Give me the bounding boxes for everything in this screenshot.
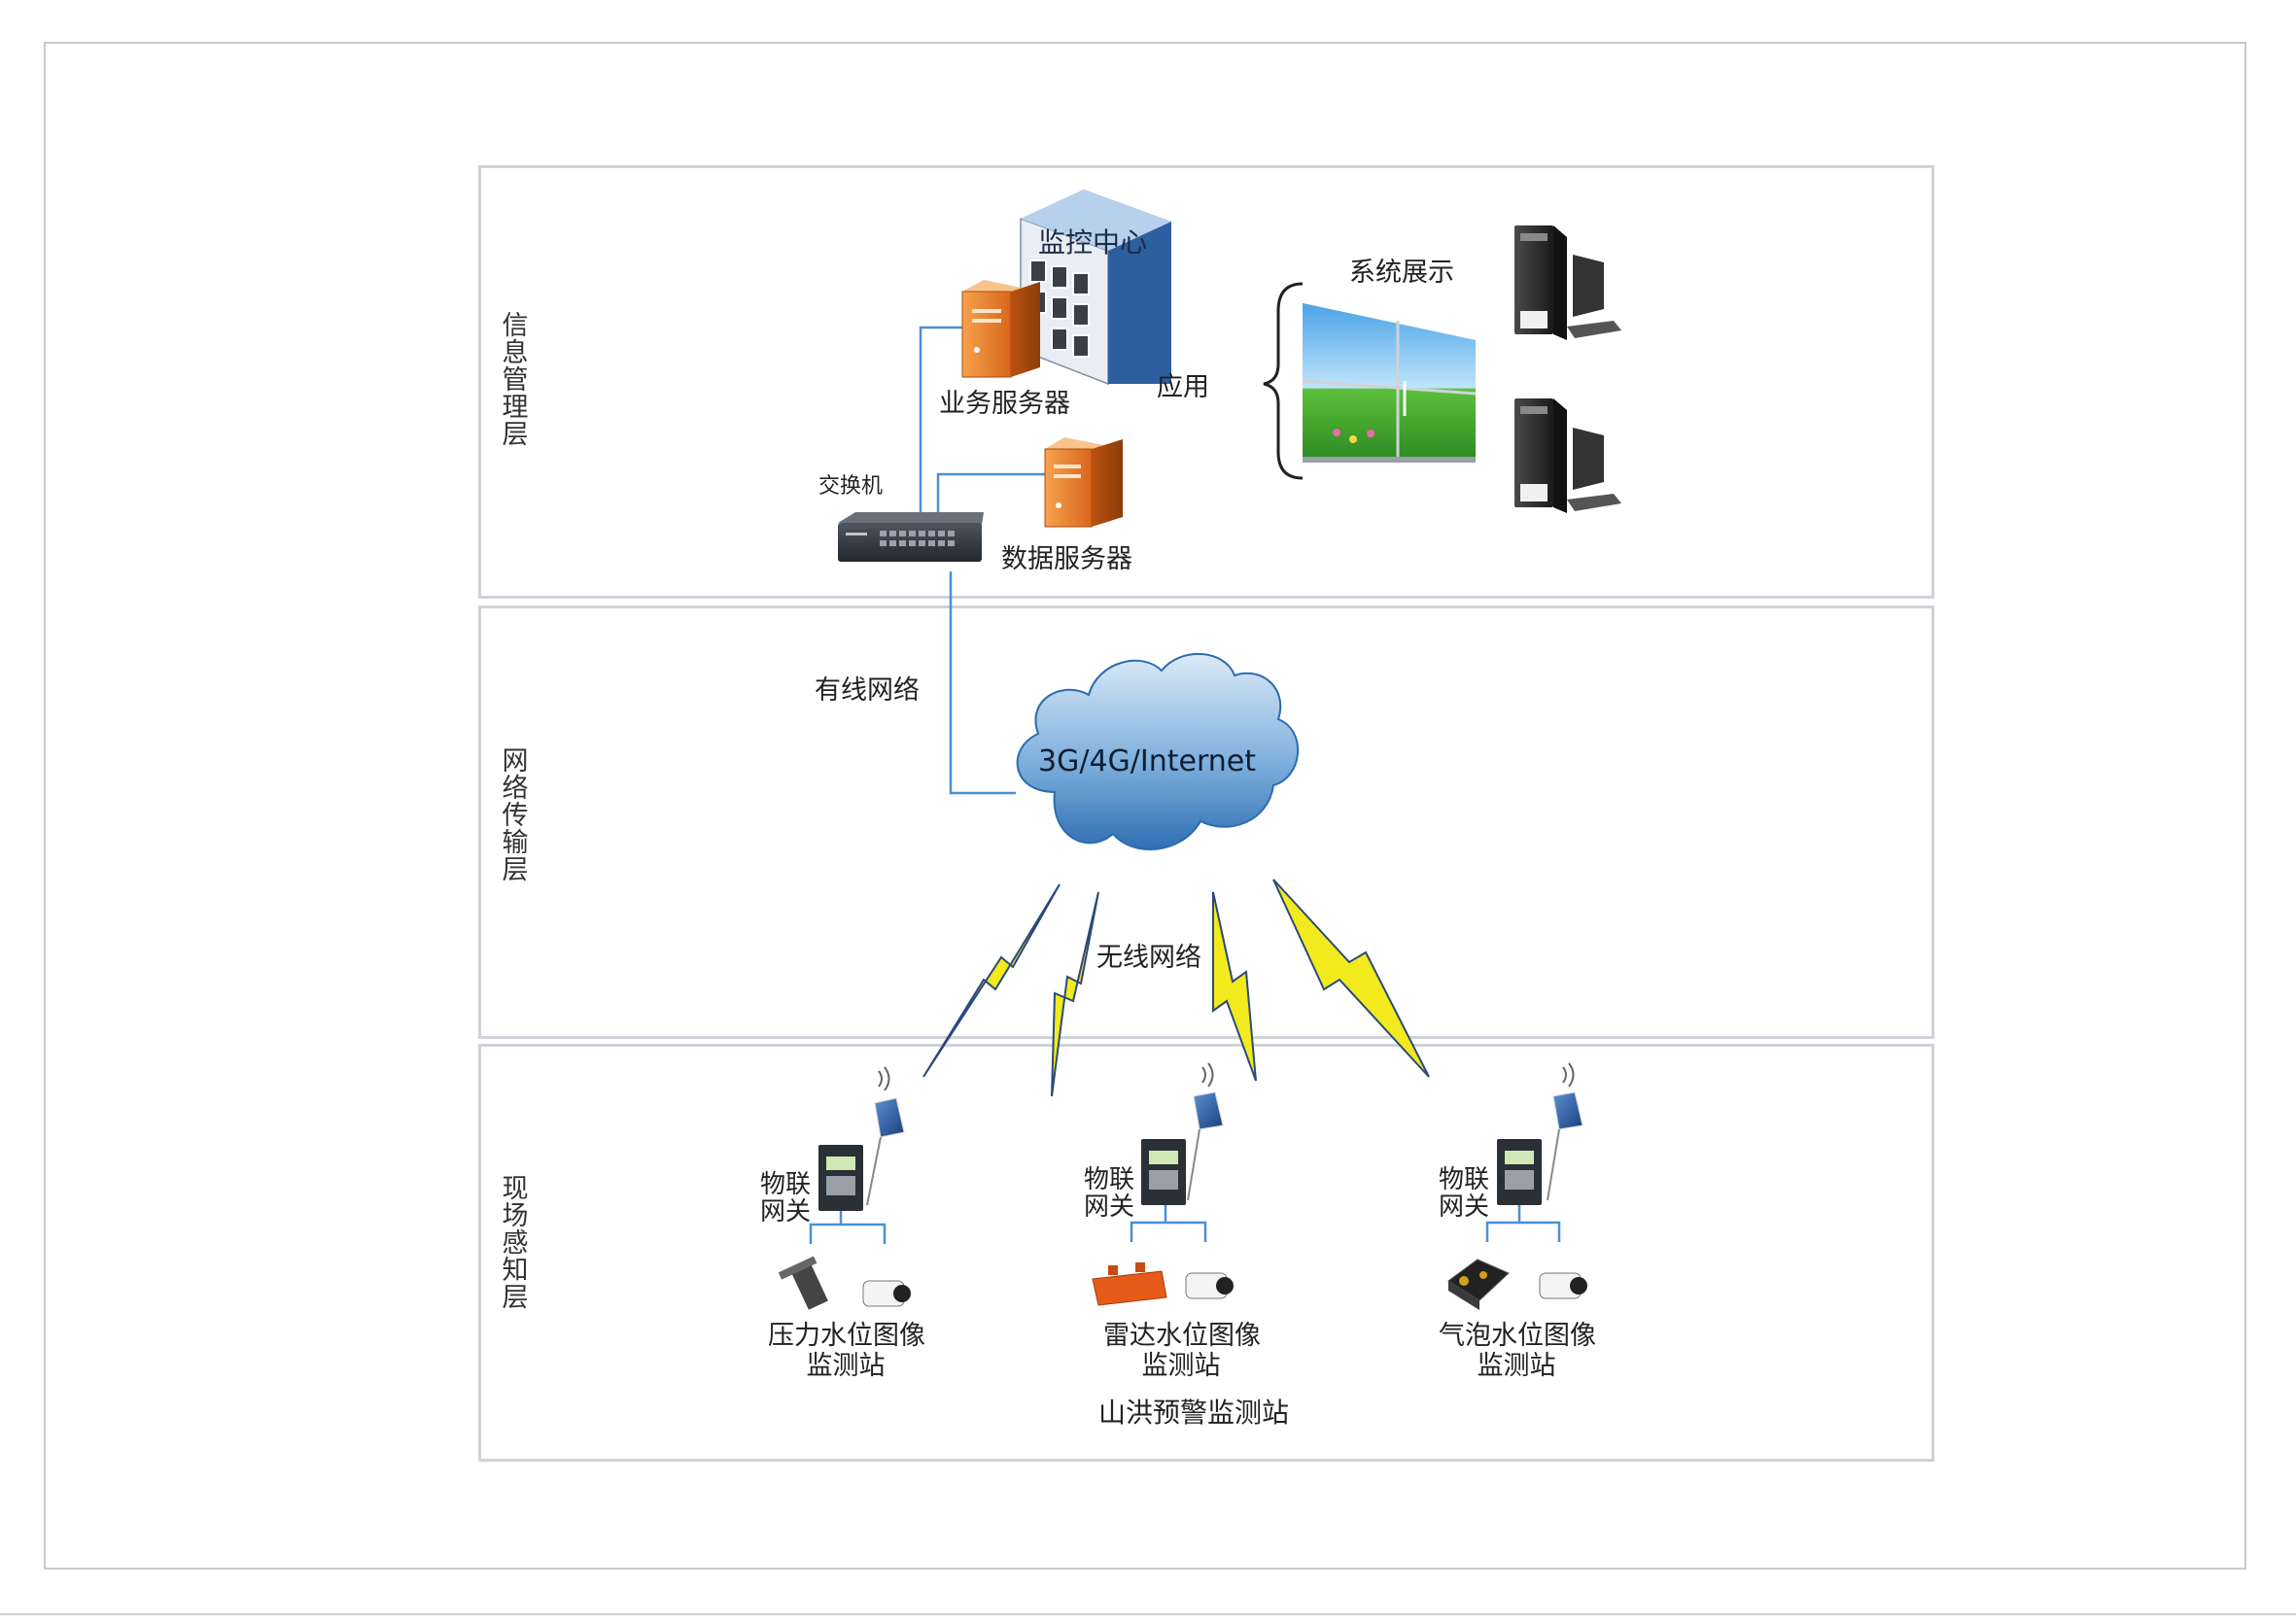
monitoring-center-building-icon — [1020, 190, 1171, 386]
layer-label-network: 网络传输层 — [502, 746, 529, 885]
internet-cloud-icon — [1016, 652, 1300, 850]
page-bottom-rule — [0, 1613, 2296, 1615]
application-label: 应用 — [1157, 372, 1209, 402]
wireless-lightning-bolts — [922, 879, 1430, 1097]
gateway-label-2: 物联网关 — [1084, 1165, 1135, 1222]
data-server-label: 数据服务器 — [1001, 544, 1132, 574]
layer-label-field: 现场感知层 — [502, 1174, 529, 1313]
wired-network-label: 有线网络 — [815, 675, 920, 706]
gateway-label-3: 物联网关 — [1439, 1165, 1490, 1222]
curly-brace-icon — [1263, 282, 1304, 480]
wired-connection-lines — [919, 326, 1045, 795]
station-2-label-line2: 监测站 — [1141, 1351, 1221, 1381]
station-2-label-line1: 雷达水位图像 — [1103, 1321, 1261, 1351]
station-1-label-line1: 压力水位图像 — [768, 1321, 925, 1351]
video-wall-display-icon — [1302, 303, 1477, 463]
station-3-label-line1: 气泡水位图像 — [1439, 1321, 1596, 1351]
cloud-label: 3G/4G/Internet — [1038, 744, 1257, 778]
gateway-label-1: 物联网关 — [760, 1170, 812, 1226]
layer-label-info: 信息管理层 — [502, 311, 529, 450]
business-server-icon — [961, 280, 1040, 378]
field-station-3-artwork — [1447, 1062, 1587, 1310]
switch-label: 交换机 — [818, 474, 884, 499]
field-station-1-artwork — [778, 1066, 911, 1310]
business-server-label: 业务服务器 — [939, 389, 1070, 419]
monitor-center-label: 监控中心 — [1038, 226, 1148, 259]
flood-warning-station-label: 山洪预警监测站 — [1098, 1397, 1290, 1429]
outer-frame — [44, 42, 2246, 1570]
station-1-label-line2: 监测站 — [806, 1351, 886, 1381]
system-display-label: 系统展示 — [1349, 258, 1454, 288]
field-station-2-artwork — [1092, 1062, 1234, 1306]
wireless-network-label: 无线网络 — [1096, 943, 1201, 973]
workstation-pc-bottom-icon — [1514, 398, 1621, 513]
workstation-pc-top-icon — [1514, 225, 1621, 340]
info-management-layer-panel — [478, 165, 1934, 599]
station-3-label-line2: 监测站 — [1477, 1351, 1556, 1381]
network-switch-icon — [838, 512, 984, 562]
data-server-icon — [1044, 437, 1123, 528]
